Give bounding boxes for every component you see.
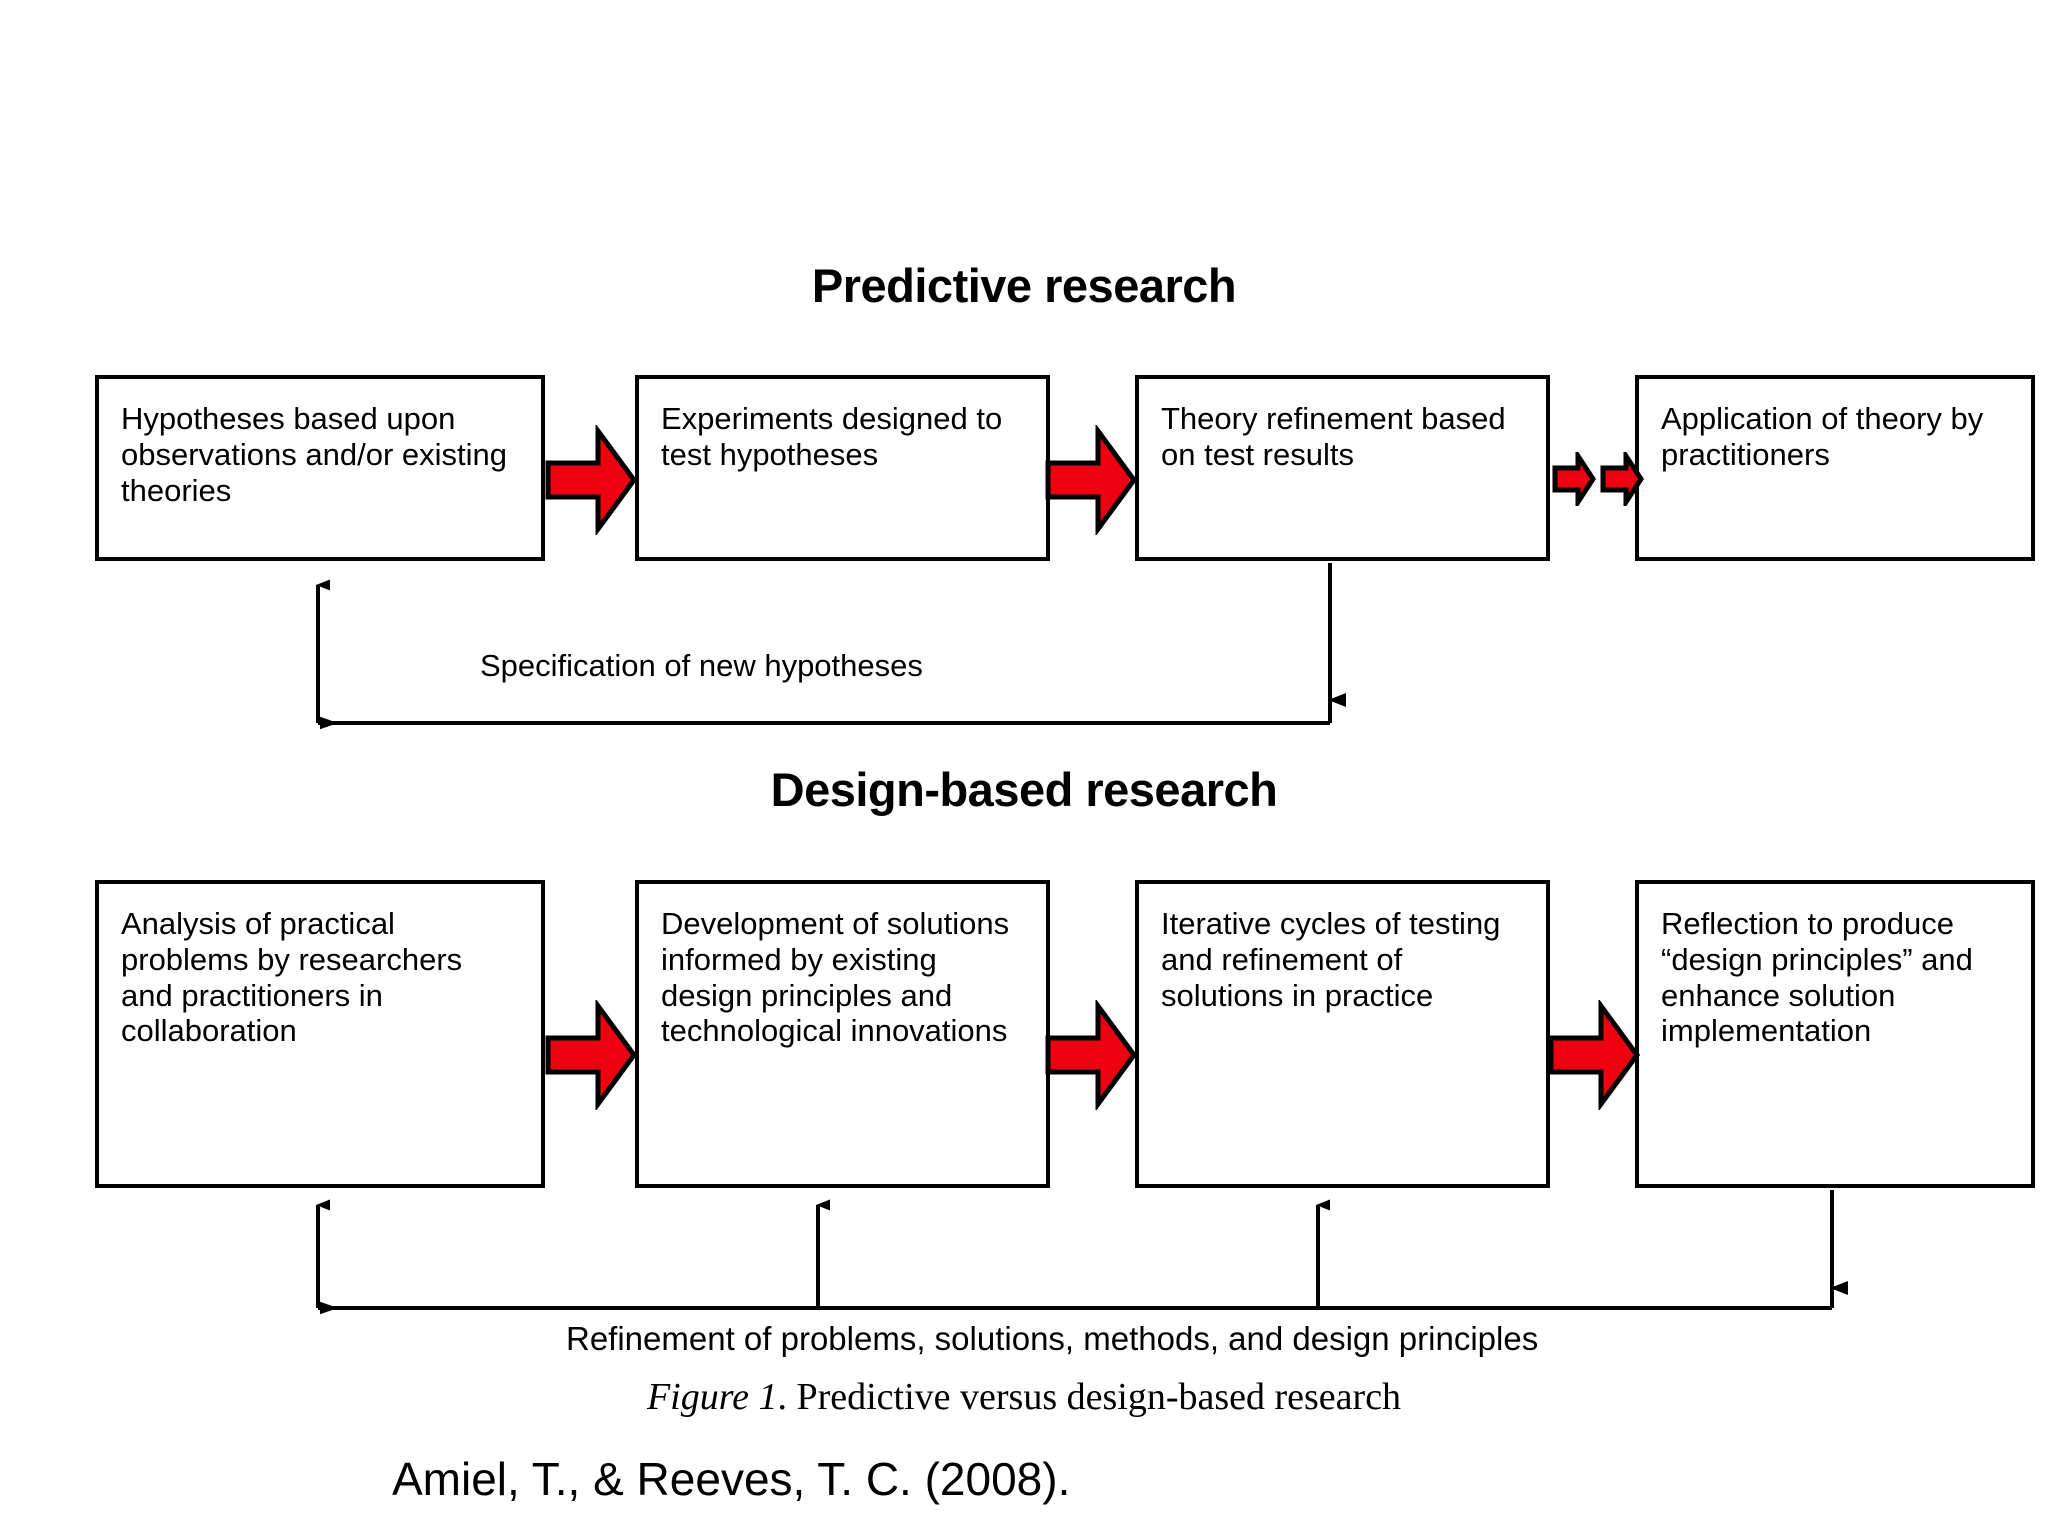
process-box-theory-refinement[interactable]: Theory refinement based on test results <box>1135 375 1550 561</box>
red-arrow-icon-theory-to-application-second <box>1600 452 1644 506</box>
red-arrow-icon-theory-to-application-first <box>1552 452 1596 506</box>
feedback-loop-design-based <box>316 1190 1832 1308</box>
figure-caption-text: . Predictive versus design-based researc… <box>777 1376 1402 1418</box>
feedback-label-refinement-of-problems: Refinement of problems, solutions, metho… <box>566 1320 1539 1357</box>
feedback-label-specification-of-new-hypotheses: Specification of new hypotheses <box>480 648 923 683</box>
red-arrow-icon-analysis-to-development <box>545 1000 637 1110</box>
red-arrow-icon-hypotheses-to-experiments <box>545 425 637 535</box>
process-box-analysis-of-practical-problems[interactable]: Analysis of practical problems by resear… <box>95 880 545 1188</box>
section-title-design-based-research: Design-based research <box>770 763 1278 816</box>
citation-text: Amiel, T., & Reeves, T. C. (2008). <box>392 1453 1071 1505</box>
red-arrow-icon-experiments-to-theory <box>1045 425 1137 535</box>
process-box-iterative-cycles[interactable]: Iterative cycles of testing and refineme… <box>1135 880 1550 1188</box>
section-title-predictive-research: Predictive research <box>811 259 1237 312</box>
feedback-loop-predictive <box>316 563 1330 723</box>
process-box-application[interactable]: Application of theory by practitioners <box>1635 375 2035 561</box>
figure-caption-label: Figure 1 <box>646 1376 778 1418</box>
process-box-experiments[interactable]: Experiments designed to test hypotheses <box>635 375 1050 561</box>
process-box-reflection[interactable]: Reflection to produce “design principles… <box>1635 880 2035 1188</box>
process-box-hypotheses[interactable]: Hypotheses based upon observations and/o… <box>95 375 545 561</box>
red-arrow-icon-development-to-iterative <box>1045 1000 1137 1110</box>
figure-caption: Figure 1. Predictive versus design-based… <box>0 1375 2048 1419</box>
red-arrow-icon-iterative-to-reflection <box>1548 1000 1640 1110</box>
process-box-development-of-solutions[interactable]: Development of solutions informed by exi… <box>635 880 1050 1188</box>
